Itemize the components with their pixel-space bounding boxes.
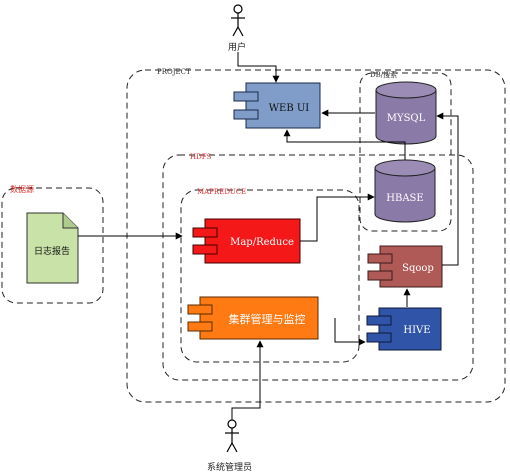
cluster-management-component[interactable]: 集群管理与监控	[187, 296, 319, 340]
mapreduce-label: MAPREDUCE	[197, 188, 246, 196]
mapreduce-to-hbase-arrow	[300, 193, 375, 242]
mysql-label: MYSQL	[387, 113, 426, 124]
hbase-label: HBASE	[386, 193, 423, 204]
admin-to-cluster-arrow	[231, 340, 264, 420]
cluster-to-hive-arrow	[334, 318, 366, 346]
mapreduce-label-text: Map/Reduce	[230, 237, 294, 248]
sqoop-label: Sqoop	[402, 263, 434, 274]
mapreduce-component[interactable]: Map/Reduce	[192, 218, 301, 264]
sqoop-component[interactable]: Sqoop	[367, 245, 443, 288]
log-report-document-icon[interactable]: 日志报告	[26, 212, 79, 284]
user-label: 用户	[228, 41, 246, 53]
log-report-label: 日志报告	[34, 245, 70, 257]
user-actor-icon	[231, 4, 245, 37]
hbase-database[interactable]: HBASE	[374, 159, 436, 223]
webui-component[interactable]: WEB UI	[233, 82, 321, 129]
datasource-label: 数据源	[10, 184, 34, 194]
webui-label: WEB UI	[269, 103, 310, 114]
hive-component[interactable]: HIVE	[366, 307, 442, 351]
datasource-container	[1, 187, 104, 304]
user-to-webui-arrow	[237, 52, 280, 83]
admin-actor-icon	[225, 419, 239, 453]
mysql-database[interactable]: MYSQL	[375, 81, 437, 145]
project-label: PROJECT	[157, 68, 191, 76]
cluster-label: 集群管理与监控	[229, 312, 306, 326]
hbase-to-webui-arrow	[283, 129, 406, 160]
db-search-label: DB/搜索	[370, 70, 397, 79]
hive-label: HIVE	[403, 325, 430, 336]
sqoop-to-mysql-arrow	[436, 112, 459, 266]
db-search-container	[359, 72, 452, 232]
admin-label: 系统管理员	[207, 461, 252, 473]
hdfs-container	[162, 154, 474, 381]
mapreduce-container	[180, 189, 360, 363]
hdfs-label: HDFS	[190, 153, 212, 161]
